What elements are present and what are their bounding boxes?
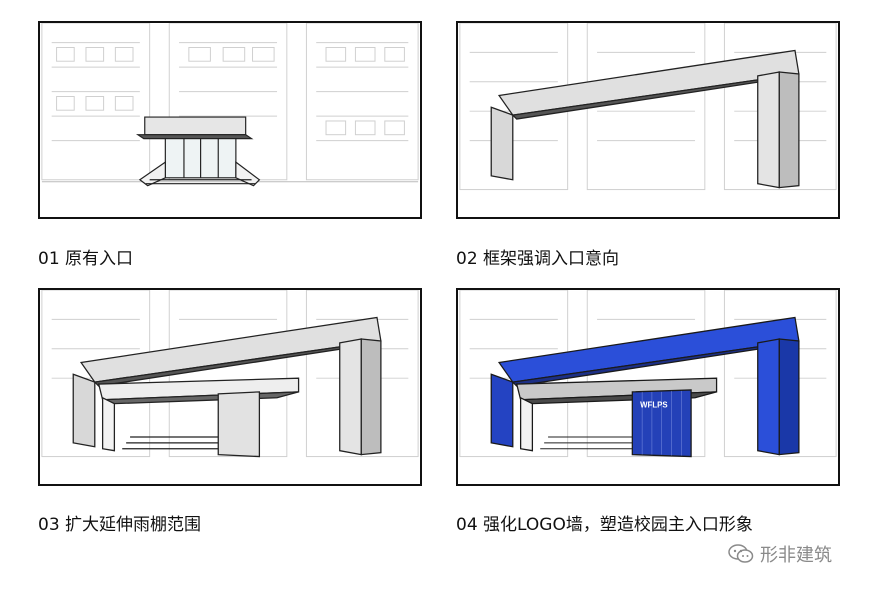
caption-03: 03 扩大延伸雨棚范围 (38, 515, 202, 535)
wechat-icon (728, 544, 754, 563)
panel-original-entrance (38, 21, 422, 219)
panel-frame-emphasis (456, 21, 840, 219)
caption-01: 01 原有入口 (38, 249, 134, 269)
watermark: 形非建筑 (728, 541, 832, 567)
watermark-text: 形非建筑 (760, 545, 832, 566)
logo-wall-sketch: WFLPS (459, 290, 837, 458)
panel-logo-wall: WFLPS (456, 288, 840, 486)
extended-canopy-sketch (41, 290, 419, 458)
original-entrance-sketch (41, 23, 419, 187)
frame-emphasis-sketch (459, 23, 837, 191)
panel-extended-canopy (38, 288, 422, 486)
caption-02: 02 框架强调入口意向 (456, 249, 620, 269)
logo-text: WFLPS (640, 401, 667, 410)
caption-04: 04 强化LOGO墙，塑造校园主入口形象 (456, 515, 753, 535)
